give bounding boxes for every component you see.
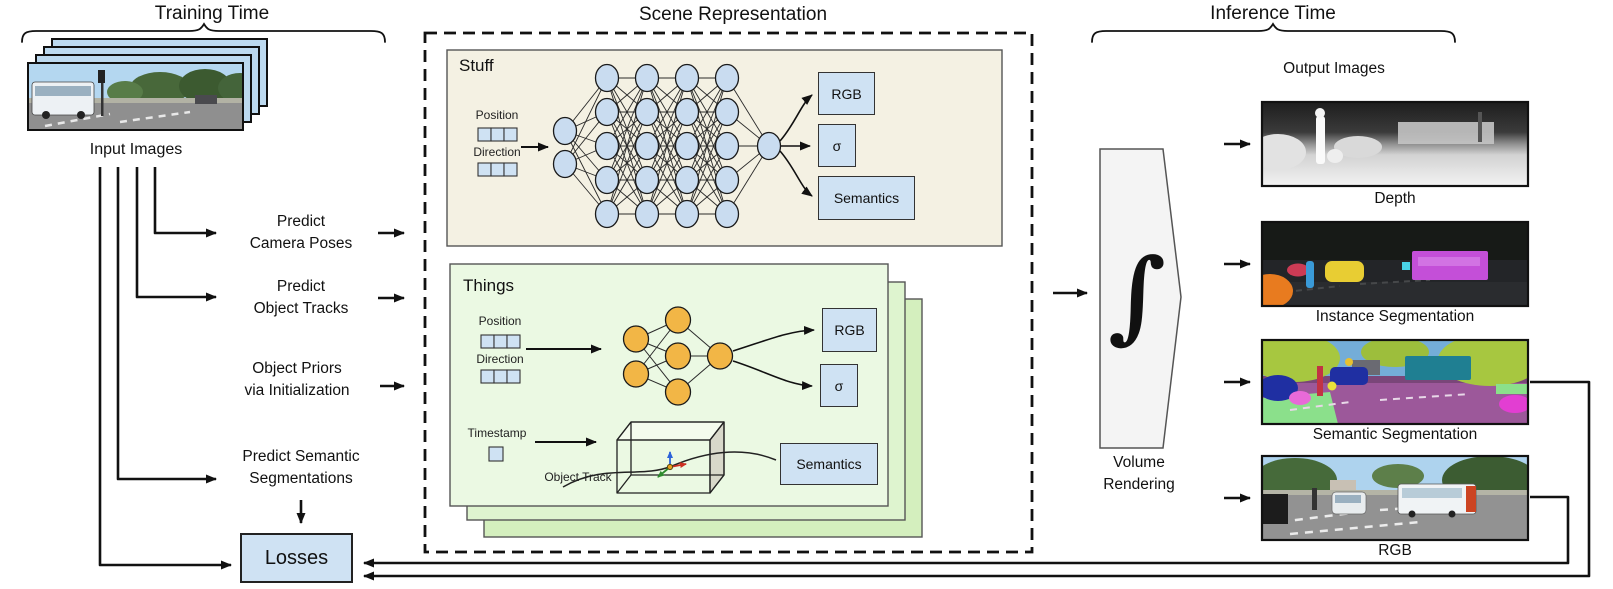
training-time-title: Training Time: [154, 3, 270, 24]
stuff-rgb-box: RGB: [818, 72, 875, 115]
object-priors-line2: via Initialization: [244, 382, 350, 399]
instance-segmentation-caption: Instance Segmentation: [1315, 308, 1475, 325]
rgb-caption: RGB: [1378, 542, 1412, 559]
predict-object-tracks-line2: Object Tracks: [253, 300, 349, 317]
input-photo: [28, 63, 243, 130]
timestamp-label: Timestamp: [467, 426, 527, 440]
predict-object-tracks-line1: Predict: [276, 278, 326, 295]
things-position-label: Position: [478, 314, 522, 328]
stuff-rgb-label: RGB: [831, 85, 862, 102]
integral-symbol: ∫: [1108, 236, 1166, 354]
stuff-sigma-box: σ: [818, 124, 856, 167]
predict-camera-poses-line2: Camera Poses: [249, 235, 353, 252]
output-images-label: Output Images: [1283, 60, 1385, 77]
things-position-cells: [480, 334, 521, 384]
depth-caption: Depth: [1374, 190, 1416, 207]
predict-semantic-label: Predict Semantic Segmentations: [242, 446, 359, 490]
predict-camera-poses-line1: Predict: [276, 213, 326, 230]
stuff-position-label: Position: [475, 108, 519, 122]
semantic-segmentation-caption: Semantic Segmentation: [1312, 426, 1478, 443]
stuff-position-cells: [477, 127, 518, 177]
things-sigma-box: σ: [820, 364, 858, 407]
things-rgb-label: RGB: [834, 322, 865, 338]
semantic-segmentation-image: [1260, 338, 1530, 426]
things-title: Things: [463, 276, 515, 295]
things-output-arrows: [732, 325, 815, 391]
losses-label: Losses: [264, 546, 329, 569]
volume-rendering-label: Volume Rendering: [1103, 452, 1175, 496]
losses-box: Losses: [240, 533, 353, 583]
training-time-brace: [21, 22, 386, 43]
predict-camera-poses-label: Predict Camera Poses: [250, 211, 353, 255]
volume-rendering-line1: Volume: [1113, 454, 1165, 471]
things-direction-label: Direction: [476, 352, 524, 366]
instance-segmentation-image: [1260, 220, 1530, 308]
stuff-output-arrows: [779, 94, 813, 197]
object-priors-line1: Object Priors: [252, 360, 342, 377]
object-axes-icon: [657, 451, 687, 478]
object-track-cuboid: [616, 421, 725, 494]
volume-to-output-arrows: [1224, 139, 1251, 503]
volume-rendering-line2: Rendering: [1103, 476, 1175, 493]
timestamp-cell: [488, 446, 504, 462]
stuff-semantics-box: Semantics: [818, 176, 915, 220]
object-track-label: Object Track: [544, 470, 612, 484]
stuff-title: Stuff: [459, 56, 494, 75]
inference-time-title: Inference Time: [1210, 3, 1336, 24]
rgb-image: [1260, 454, 1530, 542]
inference-time-brace: [1091, 22, 1456, 43]
loss-feedback-lines: [363, 380, 1591, 581]
input-flow-lines: [98, 167, 405, 570]
things-sigma-label: σ: [834, 377, 844, 394]
input-image-stack: [27, 38, 268, 131]
input-images-label: Input Images: [89, 141, 183, 158]
object-priors-label: Object Priors via Initialization: [244, 358, 349, 402]
predict-semantic-line2: Segmentations: [249, 470, 353, 487]
volume-rendering-shape: [1099, 148, 1182, 449]
depth-image: [1260, 100, 1530, 188]
stuff-semantics-label: Semantics: [833, 190, 900, 206]
predict-object-tracks-label: Predict Object Tracks: [254, 276, 349, 320]
predict-semantic-line1: Predict Semantic: [242, 448, 360, 465]
things-rgb-box: RGB: [822, 308, 877, 352]
things-mlp-network: [622, 306, 734, 406]
scene-representation-title: Scene Representation: [638, 4, 828, 25]
stuff-sigma-label: σ: [832, 137, 842, 154]
things-semantics-label: Semantics: [796, 456, 862, 472]
stuff-direction-label: Direction: [473, 145, 521, 159]
scene-representation-box: [423, 31, 1034, 554]
stuff-mlp-network: [552, 63, 782, 229]
things-semantics-box: Semantics: [780, 443, 878, 485]
